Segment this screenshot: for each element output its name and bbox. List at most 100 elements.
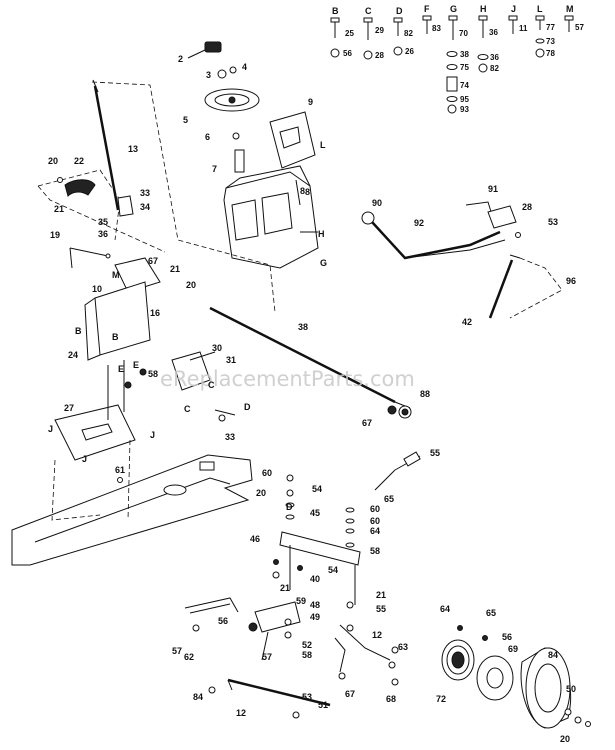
- callout: 96: [566, 276, 576, 286]
- legend-part-77: 77: [546, 23, 555, 32]
- callout: 10: [92, 284, 102, 294]
- callout: 55: [430, 448, 440, 458]
- callout: 69: [508, 644, 518, 654]
- callout: 31: [226, 355, 236, 365]
- letter-callout: L: [320, 140, 326, 150]
- hardware-legend: B 25 56 C 29 28 D 82 26 F 83 G 70 38 75 …: [330, 4, 584, 114]
- callout: 42: [462, 317, 472, 327]
- letter-callout: G: [320, 258, 327, 268]
- callout: 91: [488, 184, 498, 194]
- letter-callout: E: [133, 360, 139, 370]
- legend-letter-b: B: [332, 6, 339, 16]
- callout: 48: [310, 600, 320, 610]
- callout: 84: [548, 650, 558, 660]
- letter-callout: J: [48, 424, 53, 434]
- callouts: 2 3 4 5 6 7 8 9 13 20 22 21 33 34 35 36 …: [48, 54, 576, 744]
- callout: 65: [384, 494, 394, 504]
- legend-part-70: 70: [459, 29, 468, 38]
- nut-icon: [393, 46, 403, 56]
- letter-callout: B: [112, 332, 119, 342]
- brake-clutch-linkage: [184, 451, 421, 719]
- callout: 7: [212, 164, 217, 174]
- legend-letter-f: F: [424, 4, 430, 14]
- callout: 65: [486, 608, 496, 618]
- callout: 20: [186, 280, 196, 290]
- callout: 33: [140, 188, 150, 198]
- callout: 20: [560, 734, 570, 744]
- callout: 56: [502, 632, 512, 642]
- callout: 19: [50, 230, 60, 240]
- callout: 24: [68, 350, 78, 360]
- callout: 20: [48, 156, 58, 166]
- legend-part-28: 28: [375, 51, 384, 60]
- callout: 60: [262, 468, 272, 478]
- callout: 58: [148, 369, 158, 379]
- pulley-assembly: [441, 625, 591, 729]
- frame-rail: [11, 454, 253, 566]
- legend-part-83: 83: [432, 24, 441, 33]
- callout: 9: [308, 97, 313, 107]
- callout: 54: [328, 565, 338, 575]
- letter-callout: E: [118, 364, 124, 374]
- callout: 62: [184, 652, 194, 662]
- legend-letter-j: J: [511, 4, 516, 14]
- legend-part-26: 26: [405, 47, 414, 56]
- callout: 46: [250, 534, 260, 544]
- letter-callout: C: [208, 380, 215, 390]
- callout: 6: [205, 132, 210, 142]
- callout: 67: [362, 418, 372, 428]
- legend-part-56: 56: [343, 49, 352, 58]
- pedal-plate: [54, 404, 136, 461]
- watermark: eReplacementParts.com: [160, 367, 415, 391]
- callout: 40: [310, 574, 320, 584]
- callout: 64: [370, 526, 380, 536]
- callout: 8: [300, 186, 305, 196]
- nut-icon: [330, 48, 340, 58]
- callout: 3: [206, 70, 211, 80]
- callout: 53: [302, 692, 312, 702]
- callout: 52: [302, 640, 312, 650]
- dash-panel: [223, 171, 319, 269]
- callout: 67: [345, 689, 355, 699]
- letter-callout: H: [318, 229, 325, 239]
- callout: 30: [212, 343, 222, 353]
- callout: 21: [280, 583, 290, 593]
- legend-part-75: 75: [460, 63, 469, 72]
- bracket-plate: [269, 111, 316, 169]
- callout: 2: [178, 54, 183, 64]
- callout: 88: [420, 389, 430, 399]
- callout: 92: [414, 218, 424, 228]
- letter-callouts: L H G B B E E C D M J J J D C: [48, 140, 327, 512]
- legend-part-95: 95: [460, 95, 469, 104]
- callout: 54: [312, 484, 322, 494]
- callout: 27: [64, 403, 74, 413]
- letter-callout: J: [82, 454, 87, 464]
- legend-part-36: 36: [489, 28, 498, 37]
- callout: 33: [225, 432, 235, 442]
- callout: 35: [98, 217, 108, 227]
- callout: 57: [262, 652, 272, 662]
- callout: 8: [305, 187, 310, 197]
- letter-callout: B: [75, 326, 82, 336]
- legend-part-25: 25: [345, 29, 354, 38]
- callout: 20: [256, 488, 266, 498]
- callout: 5: [183, 115, 188, 125]
- legend-letter-c: C: [365, 6, 372, 16]
- legend-letter-d: D: [396, 6, 403, 16]
- letter-callout: J: [150, 430, 155, 440]
- callout: 21: [54, 204, 64, 214]
- legend-letter-h: H: [480, 4, 487, 14]
- callout: 21: [170, 264, 180, 274]
- callout: 60: [370, 516, 380, 526]
- callout: 67: [148, 256, 158, 266]
- callout: 50: [566, 684, 576, 694]
- letter-callout: D: [286, 502, 293, 512]
- callout: 22: [74, 156, 84, 166]
- legend-part-11: 11: [519, 24, 528, 33]
- callout: 90: [372, 198, 382, 208]
- support-bracket: [94, 281, 151, 356]
- legend-letter-l: L: [537, 4, 543, 14]
- callout: 84: [193, 692, 203, 702]
- legend-letter-g: G: [450, 4, 457, 14]
